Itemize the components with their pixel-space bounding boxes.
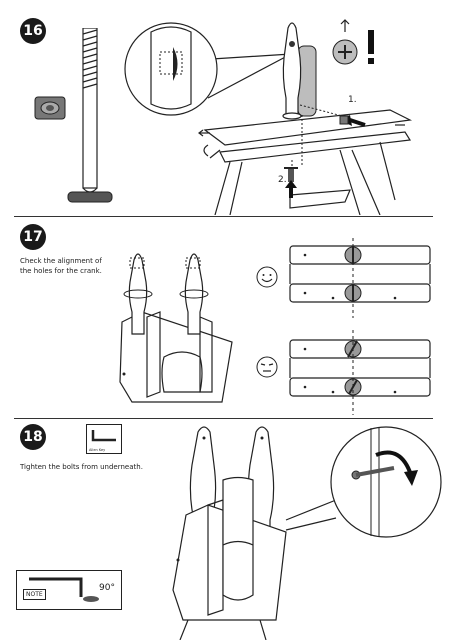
step-17-caption: Check the alignment of the holes for the…	[20, 256, 102, 276]
step-17-badge: 17	[20, 224, 46, 250]
step-17-caption-line1: Check the alignment of	[20, 257, 102, 265]
note-label: NOTE	[23, 589, 46, 600]
divider-1	[14, 216, 433, 217]
step-18-caption: Tighten the bolts from underneath.	[20, 463, 143, 471]
nut-icon	[34, 96, 66, 120]
tighten-assembly-illustration	[172, 426, 287, 640]
step-17-caption-line2: the holes for the crank.	[20, 267, 102, 275]
callout-1: 1.	[348, 95, 357, 105]
allen-key-icon: Allen Key	[86, 424, 122, 454]
aligned-holes-diagram	[289, 238, 431, 318]
crank-assembly-illustration	[119, 253, 233, 403]
divider-2	[14, 418, 433, 419]
callout-2: 2.	[278, 175, 287, 185]
sad-face-icon	[256, 356, 278, 378]
callout-labels: 1. 2.	[278, 95, 357, 185]
screw-warning-icon	[332, 19, 374, 65]
magnifier-detail	[124, 22, 292, 116]
misaligned-holes-diagram	[289, 330, 431, 415]
step-16-badge: 16	[20, 18, 46, 44]
note-box: NOTE 90°	[16, 570, 122, 610]
tighten-zoom-detail	[285, 426, 442, 538]
angle-label: 90°	[99, 583, 115, 593]
step-18-badge: 18	[20, 424, 46, 450]
bolt-illustration	[67, 28, 113, 203]
seat-board-illustration	[198, 104, 413, 215]
happy-face-icon	[256, 266, 278, 288]
leg-post-illustration	[282, 22, 317, 120]
allen-key-label: Allen Key	[89, 448, 106, 452]
